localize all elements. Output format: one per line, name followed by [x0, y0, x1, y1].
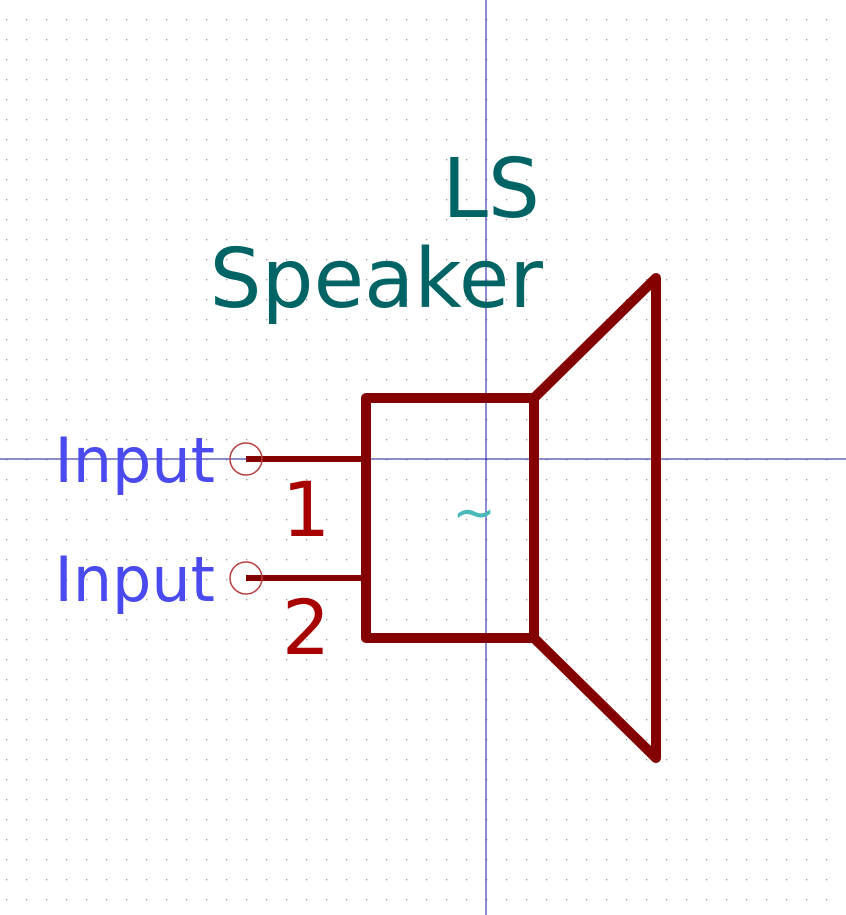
pin-2-type-label: Input: [54, 543, 215, 616]
speaker-glyph: ~: [452, 483, 496, 543]
pin-1-type-label: Input: [54, 424, 215, 497]
speaker-symbol[interactable]: 1 Input 2 Input ~: [54, 273, 661, 763]
pin-1-number: 1: [282, 465, 330, 554]
pin-1-end-circle[interactable]: [229, 442, 263, 476]
pin-2-end-circle[interactable]: [229, 561, 263, 595]
pin-2-number: 2: [282, 583, 330, 672]
pin-1[interactable]: 1 Input: [54, 424, 366, 554]
pin-2[interactable]: 2 Input: [54, 543, 366, 672]
grid-dots: [6, 19, 828, 901]
value-field[interactable]: Speaker: [209, 232, 543, 327]
speaker-cone[interactable]: [529, 273, 661, 763]
speaker-body-rect[interactable]: [361, 393, 539, 643]
reference-designator[interactable]: LS: [442, 142, 540, 237]
